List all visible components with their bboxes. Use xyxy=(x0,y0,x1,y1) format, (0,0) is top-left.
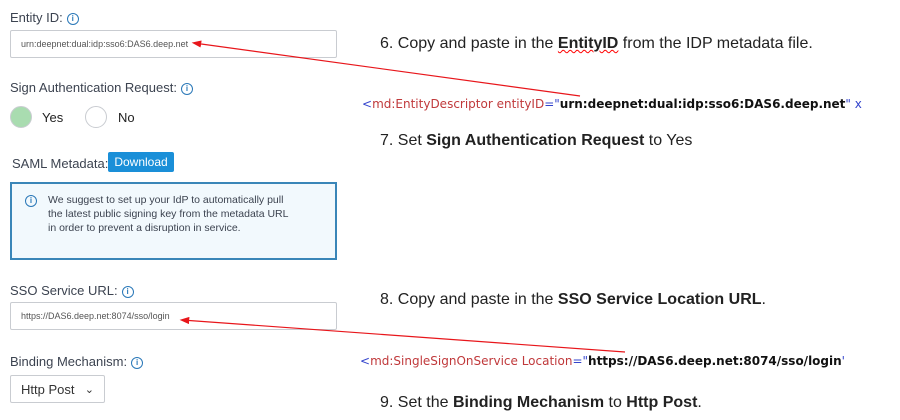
label-text: Binding Mechanism: xyxy=(10,354,128,369)
step-6: 6. Copy and paste in the EntityID from t… xyxy=(380,35,813,53)
t: https://DAS6.deep.net:8074/sso/login xyxy=(588,354,842,368)
xml-entity-descriptor: <md:EntityDescriptor entityID="urn:deepn… xyxy=(362,97,862,111)
info-icon[interactable]: i xyxy=(131,357,144,369)
info-icon: i xyxy=(25,195,37,207)
t: ' xyxy=(841,354,845,368)
t: md:SingleSignOnService Location xyxy=(370,354,573,368)
sign-auth-label: Sign Authentication Request:i xyxy=(10,80,193,95)
t: < xyxy=(362,97,373,111)
xml-sso-service: <md:SingleSignOnService Location="https:… xyxy=(360,354,845,368)
info-icon[interactable]: i xyxy=(180,83,193,95)
t: . xyxy=(697,394,702,411)
sso-url-input[interactable]: https://DAS6.deep.net:8074/sso/login xyxy=(10,302,337,330)
t: =" xyxy=(544,97,560,111)
radio-yes-label: Yes xyxy=(42,110,64,125)
t: urn:deepnet:dual:idp:sso6:DAS6.deep.net xyxy=(559,97,846,111)
binding-label: Binding Mechanism:i xyxy=(10,354,144,369)
t: Sign Authentication Request xyxy=(426,132,645,149)
info-icon[interactable]: i xyxy=(66,13,79,25)
t: to xyxy=(604,394,627,411)
radio-yes[interactable] xyxy=(10,106,32,128)
entity-id-label: Entity ID:i xyxy=(10,10,79,25)
t: Http Post xyxy=(626,394,698,411)
binding-select[interactable]: Http Post ⌄ xyxy=(10,375,105,403)
step-7: 7. Set Sign Authentication Request to Ye… xyxy=(380,132,692,150)
saml-metadata-label: SAML Metadata: xyxy=(12,156,109,171)
info-icon[interactable]: i xyxy=(121,286,134,298)
step-8: 8. Copy and paste in the SSO Service Loc… xyxy=(380,291,766,309)
download-button[interactable]: Download xyxy=(108,152,174,172)
t: =" xyxy=(572,354,589,368)
t: 7. Set xyxy=(380,132,427,149)
step-9: 9. Set the Binding Mechanism to Http Pos… xyxy=(380,394,702,412)
label-text: Entity ID: xyxy=(10,10,63,25)
t: 8. Copy and paste in the xyxy=(380,291,558,308)
label-text: SSO Service URL: xyxy=(10,283,118,298)
radio-no-label: No xyxy=(118,110,135,125)
notice-box: i We suggest to set up your IdP to autom… xyxy=(10,182,337,260)
entity-id-input[interactable]: urn:deepnet:dual:idp:sso6:DAS6.deep.net xyxy=(10,30,337,58)
sso-url-label: SSO Service URL:i xyxy=(10,283,134,298)
arrow-sso-url xyxy=(179,316,626,353)
t: from the IDP metadata file. xyxy=(618,35,813,52)
chevron-down-icon: ⌄ xyxy=(84,383,94,396)
t: 6. Copy and paste in the xyxy=(380,35,558,52)
select-value: Http Post xyxy=(21,381,75,397)
radio-no[interactable] xyxy=(85,106,107,128)
t: . xyxy=(761,291,766,308)
t: to Yes xyxy=(644,132,693,149)
t: " x xyxy=(845,97,862,111)
label-text: Sign Authentication Request: xyxy=(10,80,177,95)
t: Binding Mechanism xyxy=(452,394,605,411)
t: SSO Service Location URL xyxy=(557,291,762,308)
notice-text: We suggest to set up your IdP to automat… xyxy=(48,194,289,234)
t: md:EntityDescriptor entityID xyxy=(372,97,545,111)
t: 9. Set the xyxy=(380,394,453,411)
t: < xyxy=(360,354,371,368)
arrow-entity-id xyxy=(191,40,581,97)
t: EntityID xyxy=(557,35,619,52)
